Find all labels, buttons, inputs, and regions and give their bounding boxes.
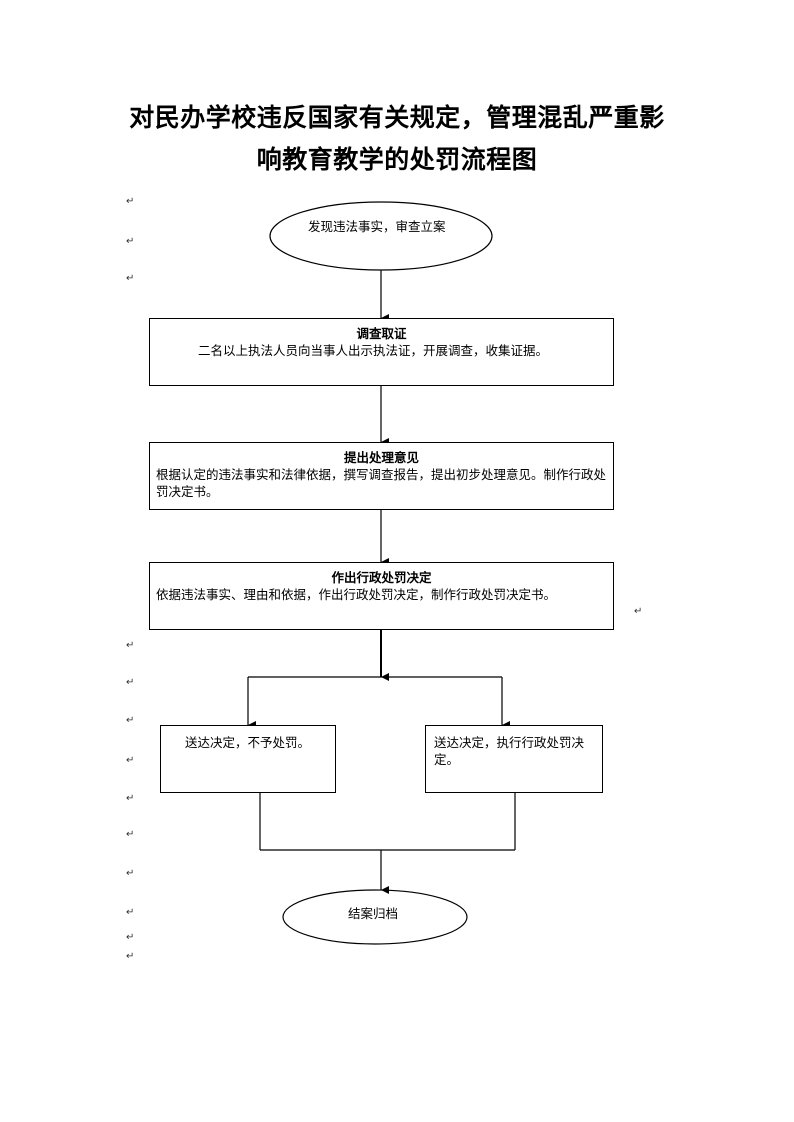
step-decide: 作出行政处罚决定 依据违法事实、理由和依据，作出行政处罚决定，制作行政处罚决定书… xyxy=(149,562,614,630)
step-investigate-text: 二名以上执法人员向当事人出示执法证，开展调查，收集证据。 xyxy=(198,343,549,358)
paragraph-mark: ↵ xyxy=(126,677,135,688)
step-propose-title: 提出处理意见 xyxy=(343,450,419,465)
start-node-shape xyxy=(269,201,493,271)
paragraph-mark: ↵ xyxy=(126,715,135,726)
paragraph-mark: ↵ xyxy=(126,951,135,962)
paragraph-mark: ↵ xyxy=(126,829,135,840)
page-title-line1: 对民办学校违反国家有关规定，管理混乱严重影 xyxy=(129,103,665,132)
paragraph-mark: ↵ xyxy=(126,868,135,879)
step-investigate-title: 调查取证 xyxy=(356,326,407,341)
paragraph-mark: ↵ xyxy=(126,640,135,651)
branch-execute-penalty: 送达决定，执行行政处罚决定。 xyxy=(425,725,603,793)
step-investigate: 调查取证 二名以上执法人员向当事人出示执法证，开展调查，收集证据。 xyxy=(149,318,614,386)
start-node-label: 发现违法事实，审查立案 xyxy=(308,219,446,234)
paragraph-mark: ↵ xyxy=(126,196,135,207)
end-node-label: 结案归档 xyxy=(348,906,399,921)
paragraph-mark: ↵ xyxy=(126,236,135,247)
branch-no-penalty: 送达决定，不予处罚。 xyxy=(160,725,336,793)
branch-execute-penalty-text: 送达决定，执行行政处罚决定。 xyxy=(434,735,585,767)
paragraph-mark: ↵ xyxy=(126,273,135,284)
step-decide-title: 作出行政处罚决定 xyxy=(331,570,432,585)
paragraph-mark: ↵ xyxy=(126,907,135,918)
paragraph-mark: ↵ xyxy=(126,793,135,804)
paragraph-mark: ↵ xyxy=(634,606,643,617)
step-propose-text: 根据认定的违法事实和法律依据，撰写调查报告，提出初步处理意见。制作行政处罚决定书… xyxy=(156,467,607,499)
end-node-shape xyxy=(282,889,468,945)
paragraph-mark: ↵ xyxy=(126,755,135,766)
paragraph-mark: ↵ xyxy=(126,932,135,943)
step-propose: 提出处理意见 根据认定的违法事实和法律依据，撰写调查报告，提出初步处理意见。制作… xyxy=(149,442,614,510)
step-decide-text: 依据违法事实、理由和依据，作出行政处罚决定，制作行政处罚决定书。 xyxy=(156,587,557,602)
page-title-line2: 响教育教学的处罚流程图 xyxy=(256,145,538,174)
branch-no-penalty-text: 送达决定，不予处罚。 xyxy=(185,735,311,750)
